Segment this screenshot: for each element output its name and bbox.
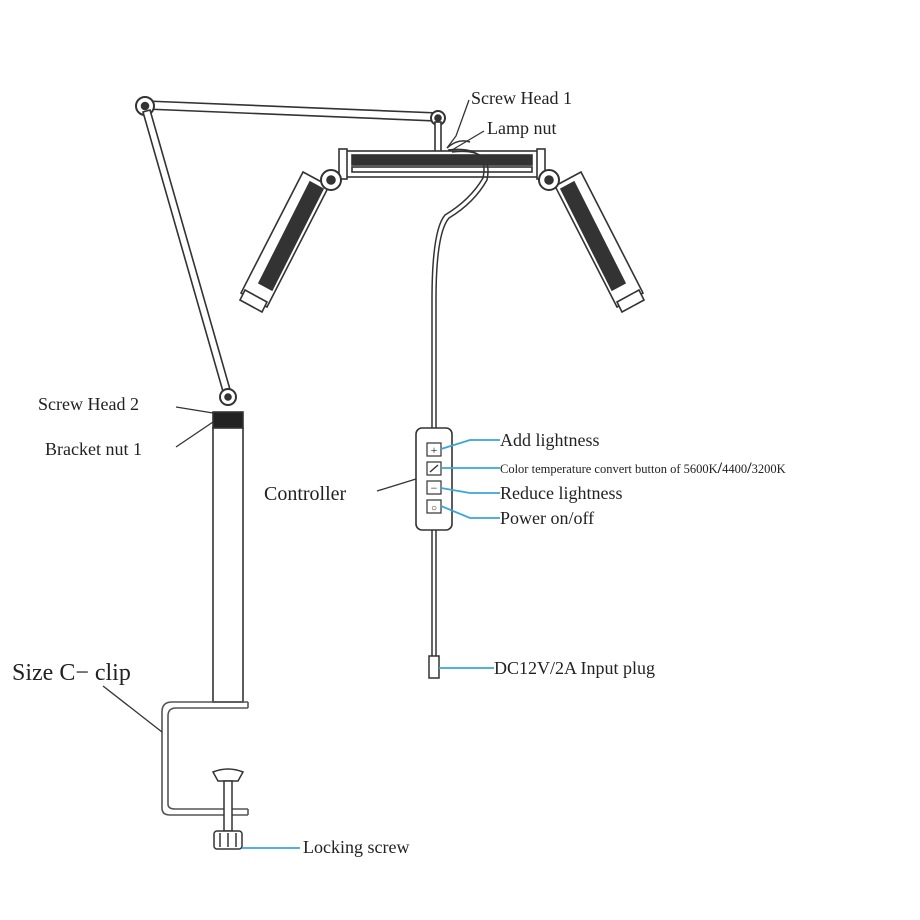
label-power: Power on/off bbox=[500, 508, 594, 528]
label-dc-input: DC12V/2A Input plug bbox=[494, 658, 655, 678]
minus-button[interactable] bbox=[426, 480, 442, 495]
label-controller: Controller bbox=[264, 483, 347, 505]
cable bbox=[431, 148, 489, 656]
lower-arm bbox=[142, 109, 237, 406]
label-bracket-nut-1: Bracket nut 1 bbox=[45, 439, 142, 459]
power-button-icon: ○ bbox=[431, 503, 437, 514]
color-temp-prefix: Color temperature convert button of 5600… bbox=[500, 462, 718, 476]
label-screw-head-2: Screw Head 2 bbox=[38, 394, 139, 414]
label-lamp-nut: Lamp nut bbox=[487, 118, 557, 138]
color-temp-mid: 4400 bbox=[722, 462, 747, 476]
add-button[interactable] bbox=[426, 442, 442, 457]
color-temp-end: 3200K bbox=[752, 462, 786, 476]
locking-screw bbox=[211, 768, 245, 850]
blue-leaders bbox=[242, 439, 500, 849]
label-color-temp: Color temperature convert button of 5600… bbox=[500, 460, 786, 477]
dc-plug bbox=[428, 655, 440, 679]
label-locking-screw: Locking screw bbox=[303, 837, 409, 857]
lamp-bar bbox=[338, 148, 546, 180]
right-lamp-head bbox=[538, 169, 646, 314]
minus-button-icon: − bbox=[431, 481, 438, 495]
black-leaders bbox=[102, 99, 485, 733]
color-temp-sep-2: / bbox=[746, 460, 752, 477]
label-size-c-clip: Size C− clip bbox=[12, 660, 131, 686]
c-clip bbox=[161, 701, 249, 816]
lamp-stem bbox=[434, 121, 471, 153]
label-screw-head-1: Screw Head 1 bbox=[471, 88, 572, 108]
add-button-icon: + bbox=[431, 443, 438, 457]
left-lamp-head bbox=[238, 169, 342, 314]
color-temp-sep-1: / bbox=[717, 460, 723, 477]
label-add-lightness: Add lightness bbox=[500, 430, 600, 450]
pole bbox=[212, 411, 244, 703]
upper-arm bbox=[135, 96, 446, 126]
controller-box bbox=[415, 427, 453, 531]
label-reduce-lightness: Reduce lightness bbox=[500, 483, 622, 503]
